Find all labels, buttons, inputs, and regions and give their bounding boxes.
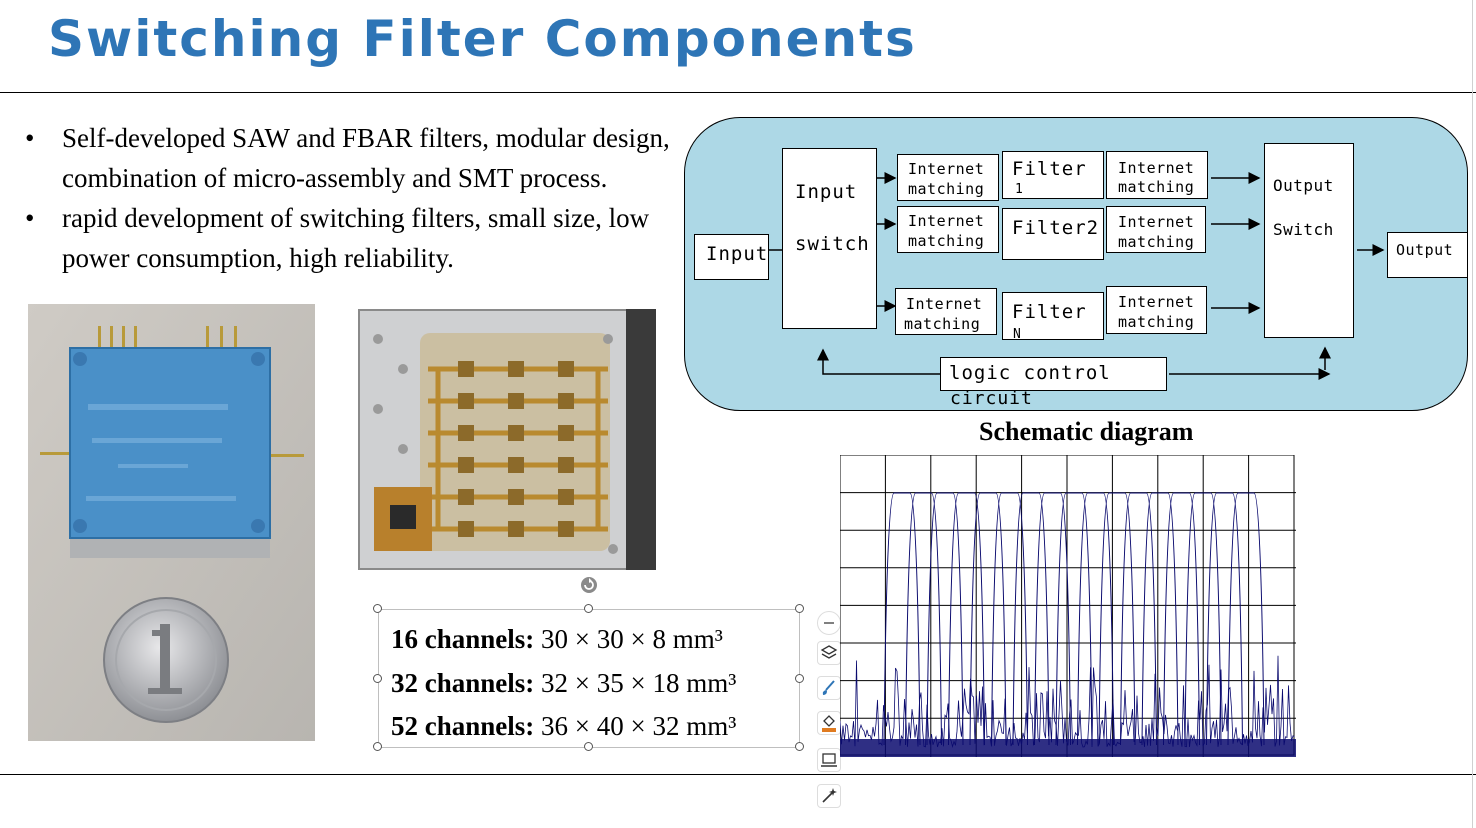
logic-line2: circuit [950, 388, 1033, 409]
pcb-photo-image [358, 309, 656, 570]
input-box: Input [694, 234, 769, 280]
matching-label-line1: Internet [908, 212, 985, 230]
matching-label-line2: matching [1118, 178, 1195, 196]
spec-line: 52 channels: 36 × 40 × 32 mm³ [391, 711, 736, 742]
filter-1-index: 1 [1015, 182, 1024, 197]
layers-button[interactable] [817, 641, 841, 665]
collapse-icon [824, 622, 834, 624]
filter-1-label: Filter [1012, 158, 1087, 180]
output-switch-line1: Output [1273, 176, 1334, 195]
spec-line: 32 channels: 32 × 35 × 18 mm³ [391, 668, 736, 699]
diagram-connectors [769, 172, 1385, 380]
title-divider [0, 92, 1476, 93]
resize-handle[interactable] [373, 742, 382, 751]
filter-box-n: Filter N [1002, 292, 1104, 342]
frequency-response-plot[interactable] [839, 454, 1296, 757]
filter-box-2: Filter2 [1002, 208, 1104, 260]
device-icon [821, 753, 837, 767]
brush-button[interactable] [817, 676, 841, 700]
bullet-item: • rapid development of switching filters… [22, 198, 692, 278]
spec-value: 36 × 40 × 32 mm³ [534, 711, 737, 741]
specs-textbox[interactable]: 16 channels: 30 × 30 × 8 mm³ 32 channels… [378, 609, 800, 748]
filter-n-index: N [1013, 327, 1022, 342]
spec-value: 30 × 30 × 8 mm³ [534, 624, 723, 654]
bullet-dot: • [25, 123, 35, 153]
input-label: Input [706, 243, 769, 265]
matching-box: Internet matching [895, 288, 997, 335]
matching-label-line2: matching [904, 315, 981, 333]
collapse-toolbar-button[interactable] [817, 611, 841, 635]
resize-handle[interactable] [373, 674, 382, 683]
output-box: Output [1387, 232, 1467, 278]
output-switch-line2: Switch [1273, 220, 1334, 239]
matching-label-line2: matching [908, 232, 985, 250]
device-button[interactable] [817, 748, 841, 772]
resize-handle[interactable] [373, 604, 382, 613]
filter-n-label: Filter [1012, 301, 1087, 323]
magic-button[interactable] [817, 784, 841, 808]
matching-box: Internet matching [897, 154, 999, 201]
matching-box: Internet matching [1106, 206, 1206, 253]
matching-label-line1: Internet [908, 160, 985, 178]
matching-label-line1: Internet [1118, 159, 1195, 177]
bullet-item: • Self-developed SAW and FBAR filters, m… [22, 118, 692, 198]
bullet-text: Self-developed SAW and FBAR filters, mod… [62, 123, 670, 193]
filter-2-label: Filter2 [1012, 217, 1100, 239]
spec-label: 52 channels: [391, 711, 535, 741]
matching-label-line2: matching [1118, 313, 1195, 331]
fill-icon [822, 715, 836, 732]
module-photo-image [28, 304, 315, 741]
matching-label-line2: matching [908, 180, 985, 198]
matching-box: Internet matching [1106, 286, 1207, 334]
resize-handle[interactable] [795, 604, 804, 613]
matching-label-line2: matching [1118, 233, 1195, 251]
resize-handle[interactable] [584, 604, 593, 613]
spec-value: 32 × 35 × 18 mm³ [534, 668, 737, 698]
matching-box: Internet matching [897, 206, 999, 253]
pcb-photo[interactable] [358, 309, 656, 570]
spec-label: 32 channels: [391, 668, 535, 698]
input-switch-box: Input switch [782, 148, 877, 329]
output-switch-box: Output Switch [1264, 143, 1354, 338]
rotate-handle-icon[interactable] [579, 575, 599, 595]
frequency-response-image [839, 454, 1296, 757]
matching-label-line1: Internet [906, 295, 983, 313]
input-switch-line2: switch [795, 233, 870, 255]
matching-box: Internet matching [1106, 151, 1208, 199]
resize-handle[interactable] [584, 742, 593, 751]
logic-line1: logic control [949, 362, 1111, 384]
matching-label-line1: Internet [1118, 213, 1195, 231]
spec-line: 16 channels: 30 × 30 × 8 mm³ [391, 624, 723, 655]
bullet-dot: • [25, 203, 35, 233]
diagram-caption: Schematic diagram [979, 417, 1194, 446]
resize-handle[interactable] [795, 674, 804, 683]
magic-icon [822, 788, 837, 803]
resize-handle[interactable] [795, 742, 804, 751]
logic-control-box: logic control circuit [940, 357, 1167, 409]
matching-label-line1: Internet [1118, 293, 1195, 311]
layers-icon [820, 645, 838, 659]
output-label: Output [1396, 241, 1454, 259]
spec-label: 16 channels: [391, 624, 535, 654]
slide-title: Switching Filter Components [48, 10, 917, 68]
slide-edge [1472, 0, 1473, 828]
module-photo[interactable] [28, 304, 315, 741]
filter-box-1: Filter 1 [1002, 151, 1104, 199]
fill-button[interactable] [817, 711, 841, 735]
bullet-text: rapid development of switching filters, … [62, 203, 650, 273]
input-switch-line1: Input [795, 181, 858, 203]
schematic-diagram[interactable]: Input Input switch Internet matching Int… [684, 117, 1468, 411]
brush-icon [822, 680, 835, 695]
bullet-list: • Self-developed SAW and FBAR filters, m… [22, 118, 692, 278]
footer-divider [0, 774, 1476, 775]
